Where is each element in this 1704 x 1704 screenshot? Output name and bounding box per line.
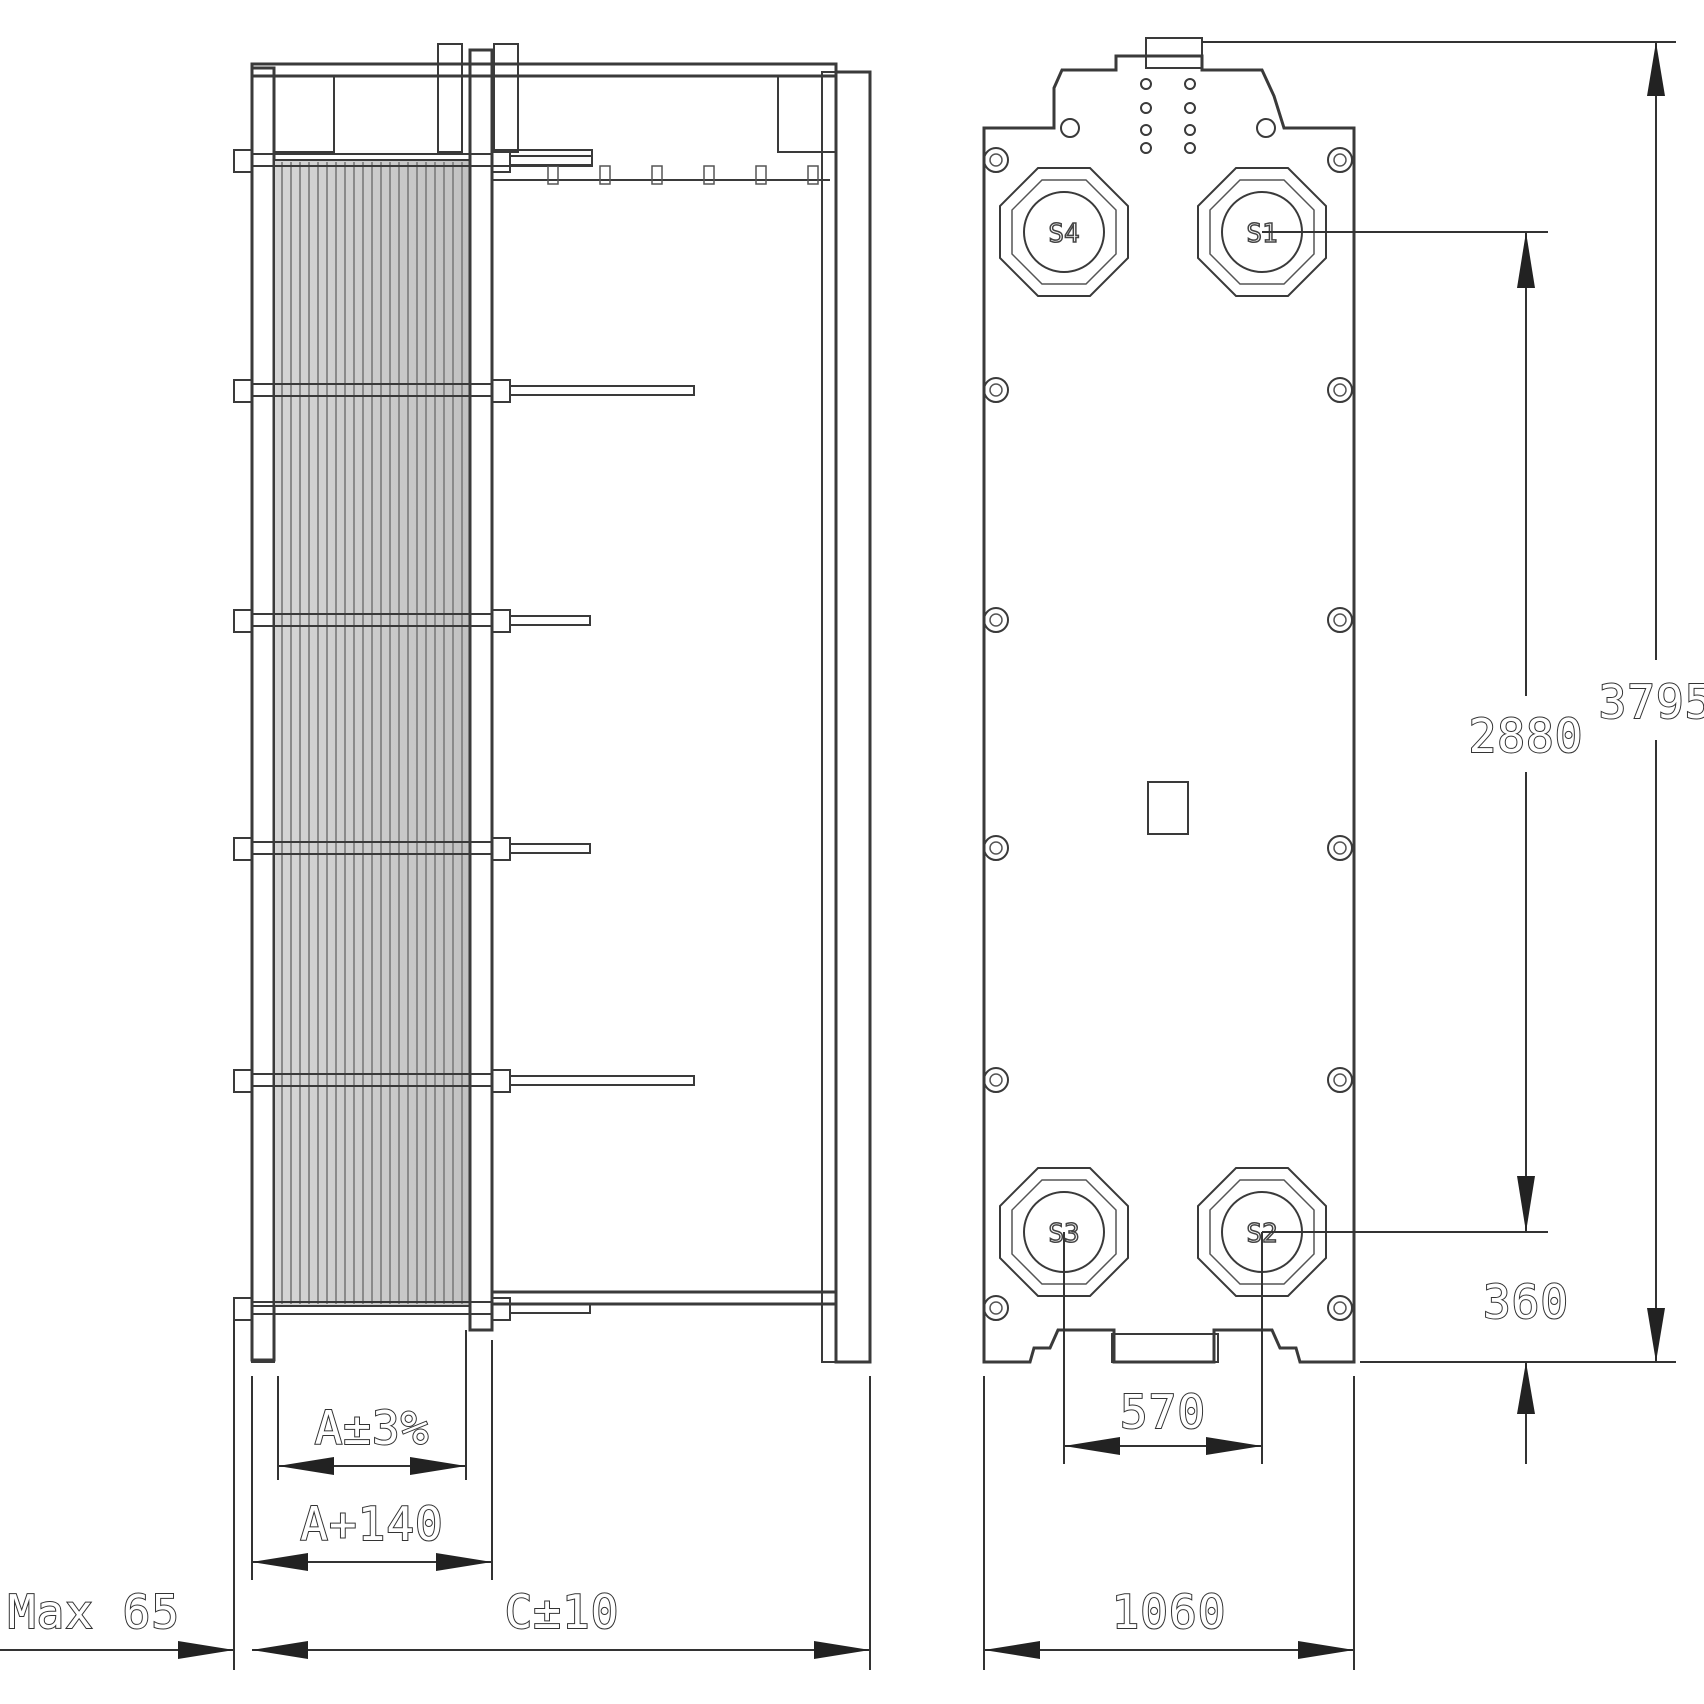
- port-top-right: S1: [1197, 167, 1327, 297]
- frame-bolt-core: [989, 1301, 1003, 1315]
- lifting-hole: [1256, 118, 1276, 138]
- bolt-head: [233, 837, 253, 861]
- dim-total-height: 3795: [1599, 675, 1704, 729]
- frame-bolt: [1327, 147, 1353, 173]
- lifting-hole: [1060, 118, 1080, 138]
- frame-bolt-core: [1333, 383, 1347, 397]
- plate-lines: [281, 162, 463, 1304]
- bolt-head: [233, 149, 253, 173]
- frame-plate-outline: [982, 54, 1356, 1364]
- frame-bolt-core: [989, 613, 1003, 627]
- frame-bolt: [1327, 1295, 1353, 1321]
- bolt-head: [233, 1297, 253, 1321]
- bolt-head: [233, 379, 253, 403]
- carrying-bar: [250, 62, 838, 78]
- dim-c-length: C±10: [505, 1585, 620, 1639]
- dim-plate-pack-plus: A+140: [300, 1497, 443, 1551]
- tie-rod: [509, 843, 591, 854]
- hole: [1140, 124, 1152, 136]
- dim-bottom-port: 360: [1483, 1275, 1569, 1329]
- dim-clearance: Max 65: [8, 1585, 180, 1639]
- hole: [1184, 102, 1196, 114]
- side-view: [233, 43, 872, 1364]
- fixed-frame-plate: [250, 66, 276, 1362]
- roller: [651, 165, 663, 185]
- roller: [807, 165, 819, 185]
- tie-rod: [509, 1075, 695, 1086]
- hole: [1184, 78, 1196, 90]
- frame-bolt-core: [989, 841, 1003, 855]
- bolt-nut: [491, 837, 511, 861]
- hole: [1140, 142, 1152, 154]
- frame-bolt: [1327, 377, 1353, 403]
- frame-bolt: [983, 377, 1009, 403]
- frame-bolt: [983, 1067, 1009, 1093]
- bolt-nut: [491, 149, 511, 173]
- guiding-bar: [490, 1290, 838, 1306]
- bolt-head: [233, 1069, 253, 1093]
- port-label-s4: S4: [1048, 219, 1079, 249]
- hole: [1184, 142, 1196, 154]
- frame-bolt-core: [1333, 153, 1347, 167]
- bolt-nut: [491, 1069, 511, 1093]
- dim-port-horizontal: 570: [1120, 1385, 1206, 1439]
- frame-bolt: [1327, 607, 1353, 633]
- port-top-left: S4: [999, 167, 1129, 297]
- hole: [1184, 124, 1196, 136]
- frame-bolt: [983, 147, 1009, 173]
- frame-bolts: [983, 147, 1353, 1321]
- frame-bolt: [1327, 835, 1353, 861]
- dim-frame-width: 1060: [1112, 1585, 1227, 1639]
- roller: [703, 165, 715, 185]
- frame-bolt-core: [1333, 613, 1347, 627]
- frame-bolt-core: [989, 1073, 1003, 1087]
- bolt-nut: [491, 1297, 511, 1321]
- dimension-lines: 3795 2880 360 570 1060 A±3%: [0, 41, 1704, 1670]
- frame-bolt-core: [1333, 1301, 1347, 1315]
- frame-bolt-core: [989, 153, 1003, 167]
- roller: [599, 165, 611, 185]
- pressure-plate: [468, 48, 494, 1332]
- bolt-nut: [491, 379, 511, 403]
- frame-bolt: [1327, 1067, 1353, 1093]
- front-view: S4 S1 S3 S2: [982, 37, 1356, 1364]
- frame-bolt: [983, 607, 1009, 633]
- frame-bolt-core: [989, 383, 1003, 397]
- frame-bolt: [983, 1295, 1009, 1321]
- hole: [1140, 102, 1152, 114]
- tie-bolts: [233, 149, 695, 1321]
- frame-bolt-core: [1333, 841, 1347, 855]
- dim-plate-pack: A±3%: [315, 1401, 430, 1455]
- hole: [1140, 78, 1152, 90]
- bolt-nut: [491, 609, 511, 633]
- dim-port-vertical: 2880: [1469, 709, 1584, 763]
- tie-rod: [509, 155, 593, 166]
- bolt-head: [233, 609, 253, 633]
- port-label-s1: S1: [1246, 219, 1277, 249]
- tie-rod: [509, 615, 591, 626]
- frame-bolt-core: [1333, 1073, 1347, 1087]
- tie-rod: [509, 385, 695, 396]
- tie-rod: [509, 1303, 591, 1314]
- roller: [547, 165, 559, 185]
- roller: [755, 165, 767, 185]
- frame-bolt: [983, 835, 1009, 861]
- support-column: [834, 70, 872, 1364]
